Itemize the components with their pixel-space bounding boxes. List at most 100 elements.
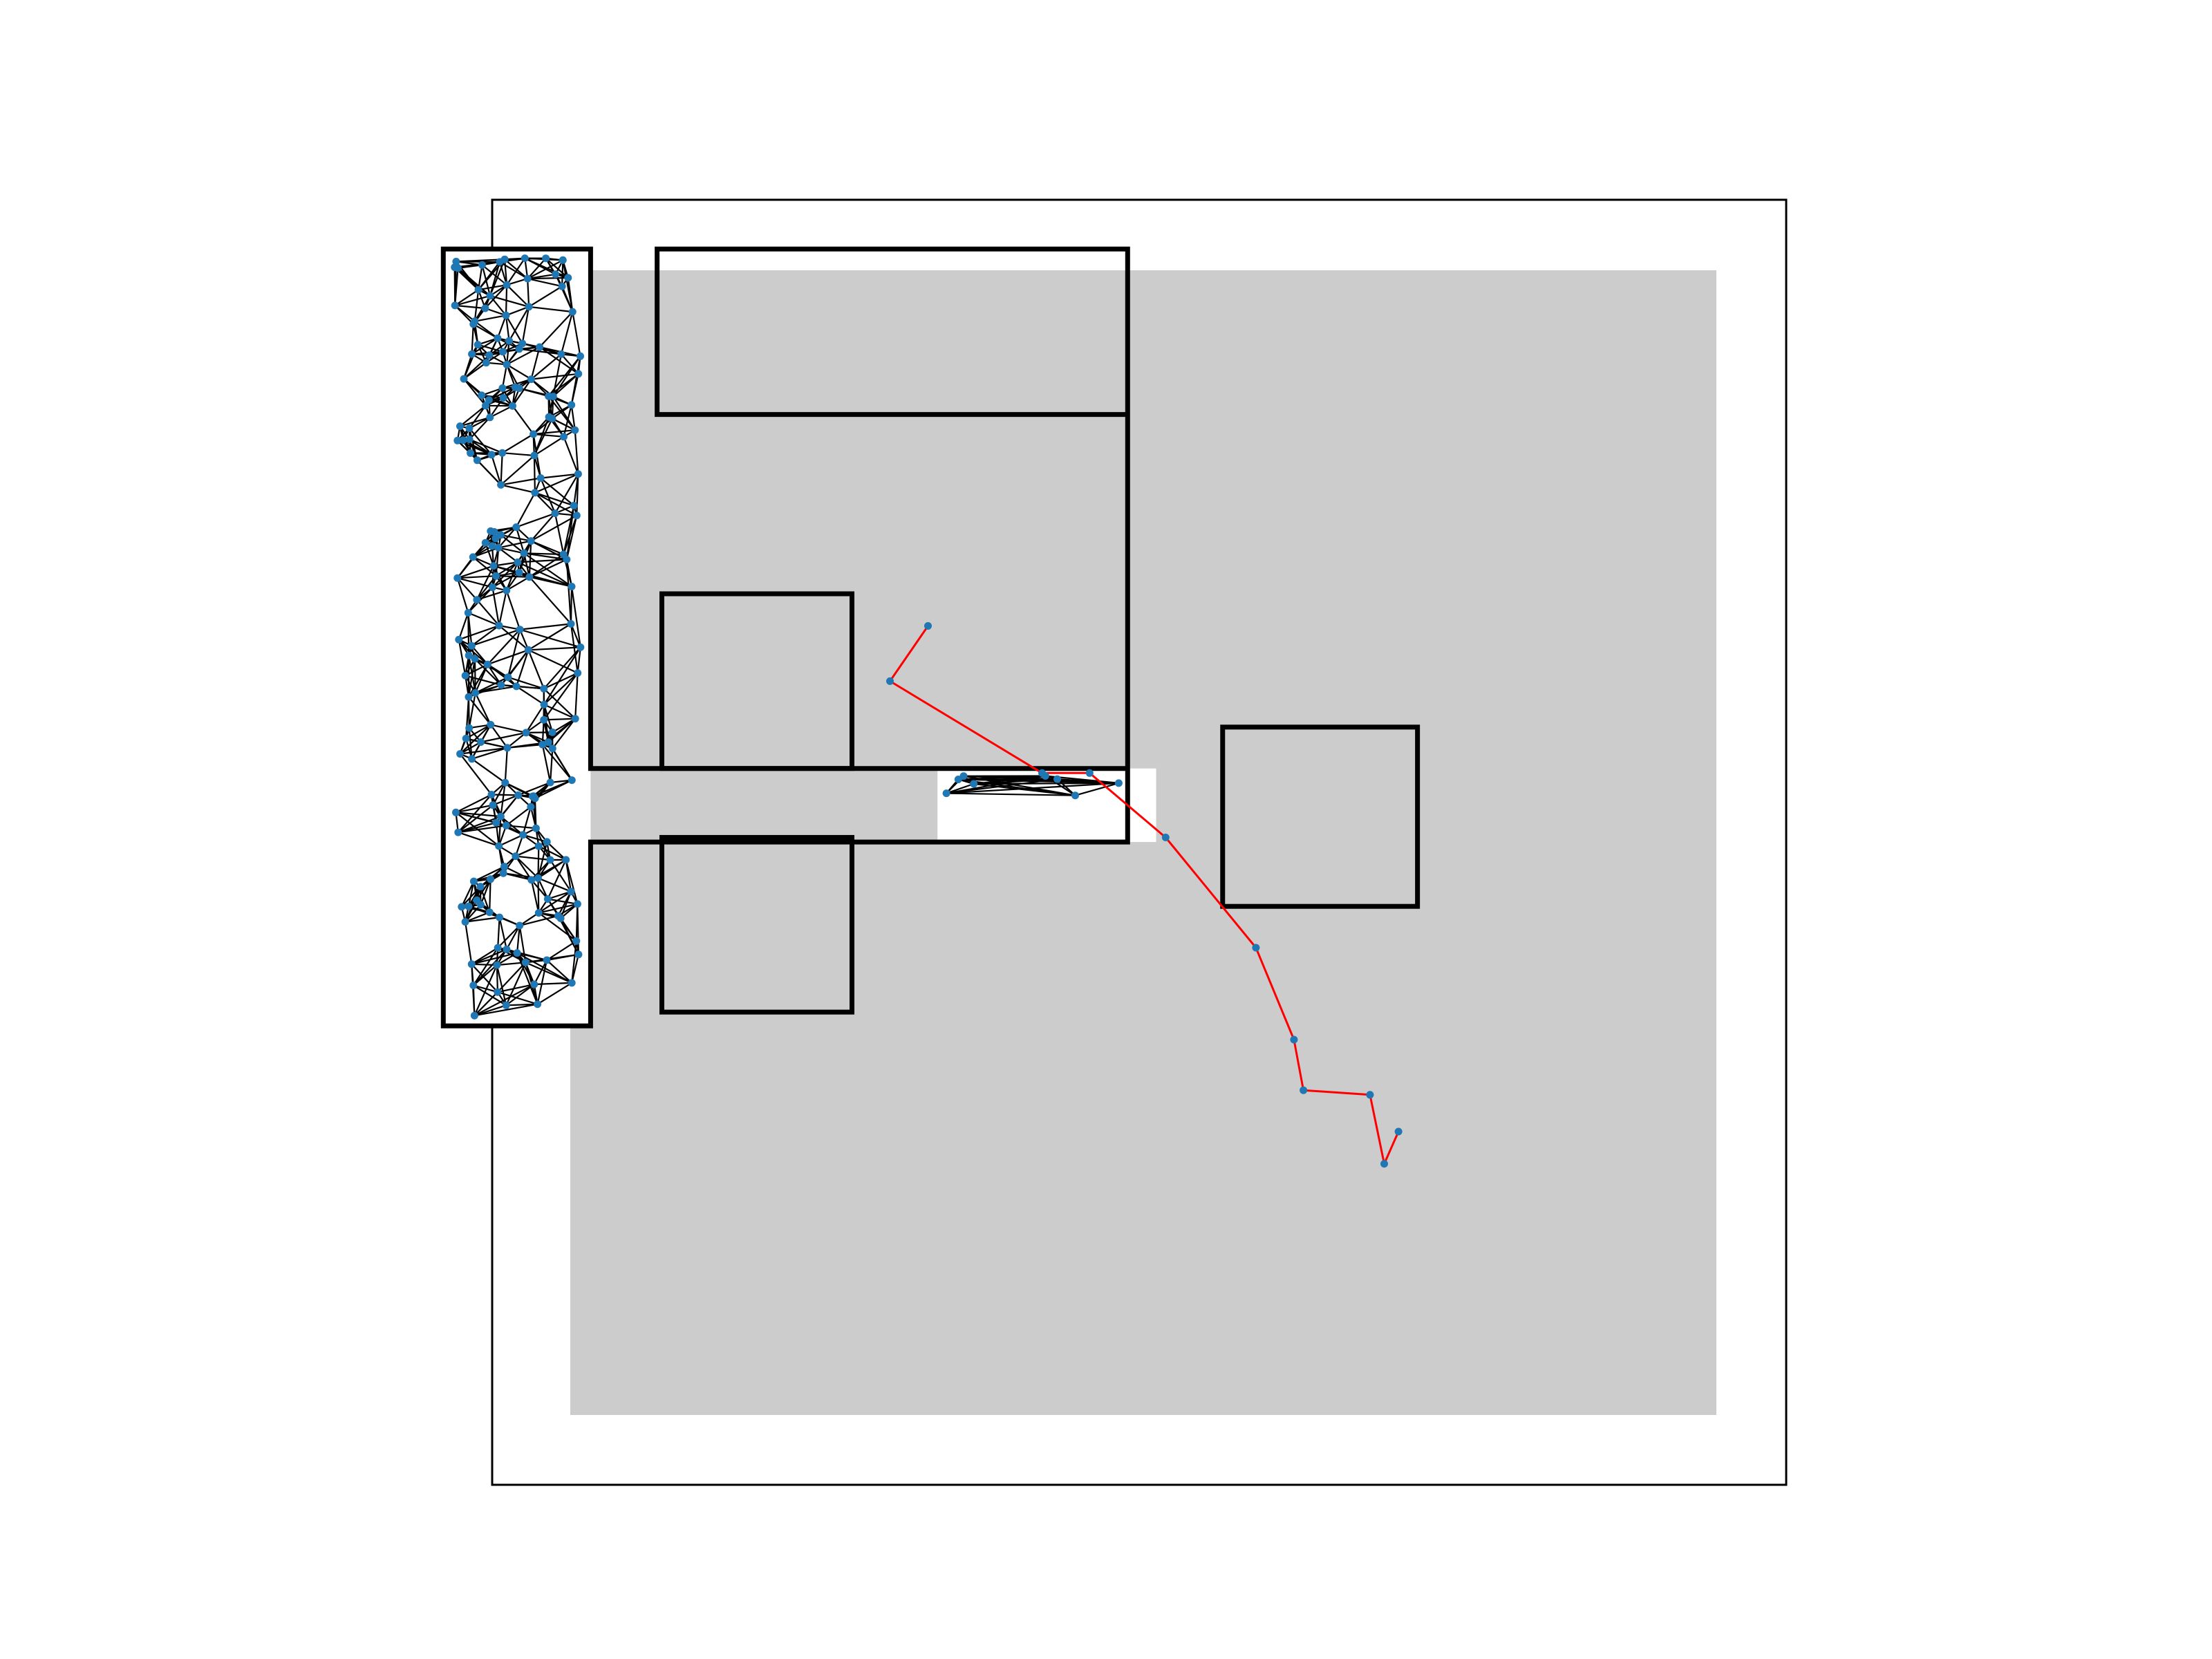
roadmap-edge xyxy=(471,625,500,647)
roadmap-node xyxy=(467,960,476,968)
roadmap-edge xyxy=(550,859,572,892)
roadmap-node xyxy=(465,902,473,910)
roadmap-edge xyxy=(469,427,492,456)
roadmap-node xyxy=(554,912,562,920)
roadmap-node xyxy=(542,254,550,263)
roadmap-edge xyxy=(521,306,530,344)
roadmap-edge xyxy=(462,344,479,379)
roadmap-node xyxy=(486,292,494,300)
roadmap-edge xyxy=(527,649,579,674)
roadmap-edge xyxy=(457,267,491,297)
roadmap-edge xyxy=(454,294,491,306)
roadmap-edge xyxy=(497,991,538,1005)
roadmap-edge xyxy=(505,315,510,341)
roadmap-edge xyxy=(562,260,574,312)
roadmap-edge xyxy=(570,586,581,648)
roadmap-node xyxy=(536,343,544,351)
roadmap-edge xyxy=(469,405,487,429)
roadmap-edge xyxy=(493,565,507,591)
roadmap-edge xyxy=(498,834,524,847)
roadmap-edge xyxy=(497,925,521,948)
roadmap-node xyxy=(459,436,467,444)
roadmap-node xyxy=(454,828,462,836)
roadmap-edge xyxy=(467,612,500,627)
roadmap-edge xyxy=(476,575,497,601)
roadmap-edge xyxy=(458,816,501,834)
roadmap-edge xyxy=(469,417,491,440)
roadmap-edge xyxy=(557,891,572,917)
roadmap-edge xyxy=(471,948,507,965)
roadmap-edge xyxy=(543,688,576,720)
roadmap-node xyxy=(487,791,496,798)
roadmap-node xyxy=(1053,775,1061,783)
roadmap-edge xyxy=(505,306,529,317)
roadmap-edge xyxy=(472,948,507,986)
roadmap-node xyxy=(568,979,576,987)
roadmap-edge xyxy=(506,340,510,365)
roadmap-edge xyxy=(523,552,567,561)
roadmap-edge xyxy=(454,289,479,306)
roadmap-edge xyxy=(498,625,529,651)
roadmap-node xyxy=(548,415,556,422)
roadmap-node xyxy=(523,274,532,283)
roadmap-node xyxy=(456,750,465,758)
roadmap-node xyxy=(503,360,511,368)
roadmap-edge xyxy=(491,794,507,826)
roadmap-edge xyxy=(547,859,567,899)
roadmap-node xyxy=(502,311,510,319)
roadmap-node xyxy=(551,509,559,518)
roadmap-node xyxy=(469,982,478,989)
roadmap-edge xyxy=(530,879,549,900)
roadmap-edge xyxy=(465,886,482,923)
roadmap-edge xyxy=(516,925,521,953)
roadmap-edge xyxy=(474,658,502,686)
roadmap-edge xyxy=(455,304,486,310)
roadmap-edge xyxy=(516,953,538,1005)
roadmap-node xyxy=(462,734,470,742)
roadmap-node xyxy=(465,424,474,433)
roadmap-edge xyxy=(458,832,500,847)
roadmap-node xyxy=(470,1011,478,1020)
roadmap-edge xyxy=(474,659,476,693)
roadmap-node xyxy=(574,669,582,677)
roadmap-edge xyxy=(522,806,532,835)
roadmap-node xyxy=(886,677,894,685)
roadmap-edge xyxy=(463,378,487,406)
roadmap-edge xyxy=(563,436,579,475)
roadmap-node xyxy=(481,538,489,547)
roadmap-edge xyxy=(502,433,534,454)
roadmap-node xyxy=(567,620,575,628)
roadmap-node xyxy=(489,562,498,570)
roadmap-node xyxy=(568,401,576,409)
roadmap-edge xyxy=(547,898,578,905)
roadmap-node xyxy=(1071,791,1079,800)
roadmap-node xyxy=(1252,944,1260,952)
roadmap-node xyxy=(525,573,534,581)
roadmap-node xyxy=(518,339,527,348)
roadmap-edge xyxy=(519,915,559,927)
roadmap-edge xyxy=(530,879,540,913)
roadmap-node xyxy=(524,646,532,654)
roadmap-node xyxy=(562,856,570,864)
roadmap-node xyxy=(465,651,473,659)
roadmap-edge xyxy=(546,940,577,961)
roadmap-edge xyxy=(507,676,545,690)
roadmap-node xyxy=(545,392,553,400)
roadmap-edge xyxy=(518,348,562,355)
roadmap-edge xyxy=(456,812,501,818)
roadmap-edge xyxy=(488,386,516,401)
roadmap-edge xyxy=(534,982,572,986)
roadmap-edge xyxy=(946,778,1058,794)
roadmap-edge xyxy=(515,855,539,879)
roadmap-node xyxy=(452,808,460,816)
roadmap-edge xyxy=(489,399,513,407)
roadmap-edge xyxy=(533,455,536,493)
roadmap-edge xyxy=(527,279,530,307)
roadmap-node xyxy=(577,352,584,360)
roadmap-edge xyxy=(533,416,550,456)
roadmap-edge xyxy=(523,553,530,577)
roadmap-edge xyxy=(458,624,500,641)
roadmap-node xyxy=(485,351,494,359)
roadmap-edge xyxy=(504,259,528,279)
roadmap-edge xyxy=(506,1003,538,1006)
